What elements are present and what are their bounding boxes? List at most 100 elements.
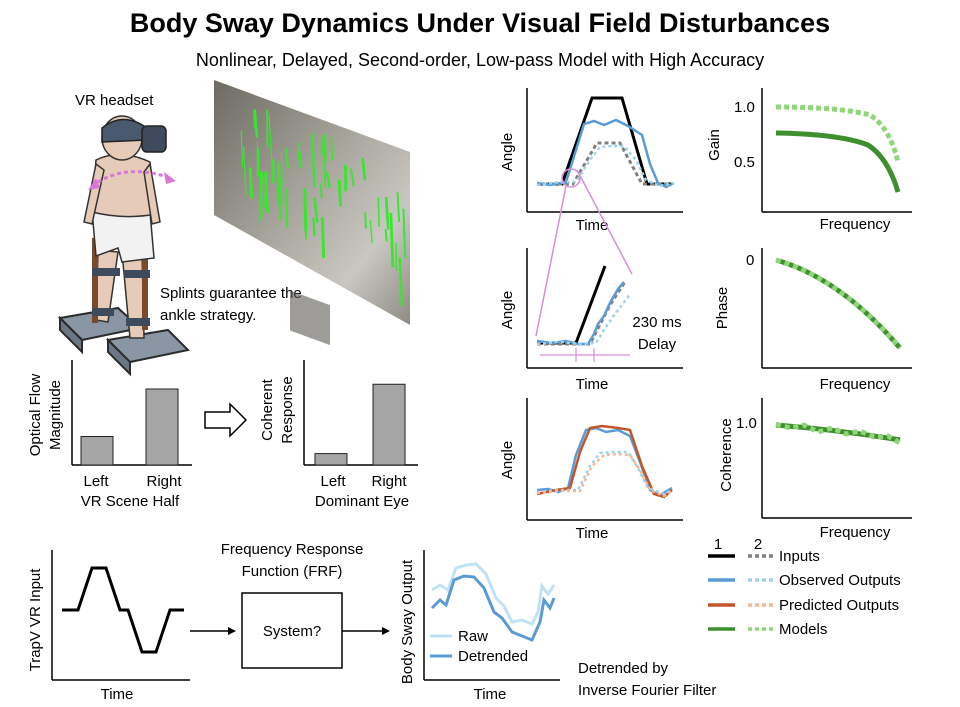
optical-flow-chart: Optical Flow Magnitude Left Right VR Sce… (27, 360, 192, 510)
person-illustration: VR headset Splints guarantee the ankle s… (57, 92, 302, 377)
detrended-signal (430, 574, 556, 642)
splint-right (142, 240, 148, 330)
sway3-observed-2 (536, 450, 673, 496)
page-title: Body Sway Dynamics Under Visual Field Di… (129, 8, 831, 38)
optical-flow-streak (389, 212, 395, 268)
gain-tick-1: 1.0 (734, 99, 755, 116)
raw-label: Raw (458, 628, 488, 645)
optical-flow-streak (325, 172, 331, 189)
gain-model-2 (775, 104, 901, 163)
gain-model-1 (775, 130, 901, 193)
optical-flow-streak (313, 197, 319, 223)
optical-flow-streak (377, 197, 380, 228)
optical-flow-streak (386, 213, 389, 228)
optical-flow-streak (268, 114, 273, 168)
optical-flow-streak (402, 230, 407, 248)
zoom-line-right (576, 169, 633, 275)
optical-flow-streak (312, 217, 316, 237)
optical-flow-streak (253, 109, 259, 138)
vr-scene-image (214, 80, 410, 346)
optical-flow-streak (256, 141, 260, 162)
of-tick-right: Right (146, 473, 182, 490)
coherence-model-2 (775, 421, 902, 446)
optical-flow-streak (369, 220, 373, 243)
legend-col1: 1 (714, 536, 722, 553)
zoom-circle (561, 168, 581, 188)
sway1-observed-1 (536, 118, 675, 189)
strap-4 (126, 318, 150, 326)
legend-observed-label: Observed Outputs (779, 572, 901, 589)
sway3-xlabel: Time (576, 525, 609, 542)
system-box (241, 592, 343, 669)
optical-flow-streak (297, 150, 303, 169)
optical-flow-streak (322, 137, 327, 188)
platform-right-side (107, 337, 131, 377)
sway2-xlabel: Time (576, 376, 609, 393)
cr-bar-left (314, 453, 348, 466)
sway2-ylabel: Angle (499, 291, 516, 329)
sway3-predicted-1 (536, 424, 673, 499)
cr-xlabel: Dominant Eye (315, 493, 409, 510)
sway1-ylabel: Angle (499, 133, 516, 171)
detrend-footnote-line2: Inverse Fourier Filter (578, 682, 716, 699)
phase-tick-0: 0 (746, 252, 754, 269)
of-tick-left: Left (83, 473, 109, 490)
input-signal-plot: TrapV VR Input Time (27, 550, 190, 703)
sway1-observed-2 (536, 144, 675, 188)
sway-arrowhead-right (164, 172, 176, 184)
optical-flow-streak (319, 183, 323, 199)
legend: 1 2 Inputs Observed Outputs Predicted Ou… (708, 536, 901, 638)
optical-flow-streak (240, 130, 244, 168)
sway-panel-1: Angle Time (499, 88, 683, 234)
sway-arrowhead-left (88, 178, 100, 190)
sway1-xlabel: Time (576, 217, 609, 234)
strap-3 (92, 308, 114, 316)
cr-tick-right: Right (371, 473, 407, 490)
coherence-xlabel: Frequency (820, 524, 891, 541)
splints-caption-line2: ankle strategy. (160, 307, 256, 324)
detrended-label: Detrended (458, 648, 528, 665)
vr-headset-label: VR headset (75, 92, 154, 109)
arrowhead-to-system (228, 627, 236, 635)
phase-ylabel: Phase (714, 287, 731, 330)
optical-flow-streak (320, 134, 324, 158)
sway3-observed-1 (536, 426, 673, 497)
output-ylabel: Body Sway Output (399, 559, 416, 684)
legend-predicted-label: Predicted Outputs (779, 597, 899, 614)
optical-flow-streak (384, 228, 388, 242)
of-bar-left (80, 436, 114, 466)
left-arm (83, 162, 105, 225)
trapv-input-signal (62, 566, 184, 654)
coherence-panel: Coherence 1.0 Frequency (718, 398, 912, 541)
of-ylabel-line1: Optical Flow (27, 374, 44, 457)
frf-label-line1: Frequency Response (221, 541, 364, 558)
optical-flow-streak (311, 133, 316, 188)
sway-arrow (91, 170, 171, 188)
sway1-input-2 (537, 141, 672, 186)
optical-flow-streak (330, 135, 334, 161)
legend-inputs-label: Inputs (779, 548, 820, 565)
coherence-ylabel: Coherence (718, 418, 735, 491)
optical-flow-lines (240, 109, 407, 307)
optical-flow-streak (320, 217, 326, 258)
output-xlabel: Time (474, 686, 507, 703)
optical-flow-streak (349, 168, 355, 187)
sway3-ylabel: Angle (499, 441, 516, 479)
strap-1 (92, 268, 120, 276)
gain-tick-05: 0.5 (734, 154, 755, 171)
of-ylabel-line2: Magnitude (47, 380, 64, 450)
sway-panel-2: Angle Time 230 ms Delay (499, 248, 683, 393)
sway3-predicted-2 (536, 452, 673, 498)
phase-model-1 (775, 257, 902, 350)
page-subtitle: Nonlinear, Delayed, Second-order, Low-pa… (195, 50, 765, 70)
optical-flow-streak (261, 171, 266, 209)
optical-flow-streak (398, 257, 404, 307)
detrend-footnote-line1: Detrended by (578, 660, 669, 677)
phase-panel: Phase 0 Frequency (714, 248, 912, 393)
platform-left-side (59, 315, 83, 355)
shorts (91, 209, 155, 263)
optical-flow-streak (396, 192, 401, 222)
phase-xlabel: Frequency (820, 376, 891, 393)
sway-panel-3: Angle Time (499, 398, 683, 542)
